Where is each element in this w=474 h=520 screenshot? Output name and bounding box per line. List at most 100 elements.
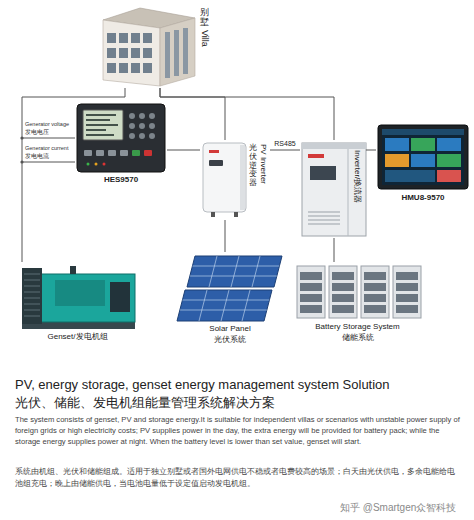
signal-line xyxy=(20,136,75,163)
solar-panel-illustration xyxy=(190,276,277,277)
villa-illustration xyxy=(107,33,116,43)
node-label: 别墅 xyxy=(200,8,209,28)
villa-illustration xyxy=(174,30,179,76)
node-label: HES9570 xyxy=(104,175,138,184)
controller-illustration xyxy=(129,133,135,139)
battery-storage-illustration xyxy=(329,266,357,318)
genset-illustration xyxy=(24,286,40,287)
pv-inverter-illustration xyxy=(209,160,223,166)
villa-illustration xyxy=(160,18,195,86)
controller-illustration xyxy=(120,150,128,156)
controller-illustration xyxy=(86,134,114,136)
battery-storage-block: Battery Storage System 储能系统 xyxy=(290,262,425,350)
genset-illustration xyxy=(22,266,135,329)
battery-storage-illustration xyxy=(396,283,418,291)
battery-storage-illustration xyxy=(332,283,354,291)
battery-storage-illustration xyxy=(393,266,421,318)
hmu-screen-illustration xyxy=(378,125,468,189)
battery-storage-illustration xyxy=(396,272,418,280)
power-line xyxy=(160,88,334,140)
hmu-screen-illustration xyxy=(385,138,409,151)
battery-storage-illustration xyxy=(361,266,389,318)
controller-illustration xyxy=(108,150,116,156)
solar-panel-illustration xyxy=(221,290,229,321)
signal-name: Generator current xyxy=(25,145,68,151)
caption-english: The system consists of genset, PV and st… xyxy=(15,414,460,447)
inverter-cabinet-illustration xyxy=(348,149,349,236)
controller-illustration xyxy=(149,133,155,139)
battery-storage-illustration xyxy=(297,266,325,318)
villa-illustration xyxy=(131,33,140,43)
controller-illustration xyxy=(139,133,145,139)
signal-name: 发电电压 xyxy=(25,129,49,135)
power-line xyxy=(167,150,200,151)
genset-illustration xyxy=(24,298,40,299)
villa-illustration xyxy=(119,48,128,58)
inverter-cabinet-illustration xyxy=(308,212,340,213)
villa-illustration xyxy=(183,28,188,74)
villa-illustration xyxy=(165,32,170,78)
genset-illustration xyxy=(70,266,76,274)
inverter-cabinet-illustration xyxy=(302,143,366,149)
genset-illustration xyxy=(24,304,40,305)
title-chinese: 光伏、储能、发电机组能量管理系统解决方案 xyxy=(15,396,275,411)
solar-panel-illustration xyxy=(180,310,267,311)
genset-illustration xyxy=(24,310,40,311)
genset-illustration xyxy=(110,282,130,312)
hmu-screen-block: HMU8-9570 xyxy=(376,122,470,206)
inverter-cabinet-illustration xyxy=(308,154,324,158)
pv-inverter-illustration xyxy=(211,212,215,217)
power-line xyxy=(334,238,335,262)
genset-illustration xyxy=(24,292,40,293)
controller-illustration xyxy=(86,114,116,116)
power-line xyxy=(270,150,300,151)
inverter-cabinet-illustration xyxy=(308,224,340,225)
controller-illustration xyxy=(84,150,92,156)
solar-panel-illustration xyxy=(242,290,250,321)
pv-inverter-illustration xyxy=(240,145,245,210)
battery-storage-illustration xyxy=(300,294,322,302)
controller-illustration xyxy=(77,104,165,172)
node-label: Genset/发电机组 xyxy=(47,332,107,341)
inverter-cabinet-illustration xyxy=(308,216,340,217)
controller-illustration xyxy=(83,110,123,140)
villa-illustration xyxy=(107,63,116,73)
pv-inverter-illustration xyxy=(203,143,246,212)
genset-illustration xyxy=(22,268,42,324)
bus-label: RS485 xyxy=(273,140,296,148)
node-label: PV Inverter xyxy=(259,144,268,184)
node-label: Battery Storage System xyxy=(315,322,399,331)
battery-storage-illustration xyxy=(364,272,386,280)
caption-chinese: 系统由机组、光伏和储能组成。适用于独立别墅或者国外电网供电不稳或者电费较高的场景… xyxy=(15,466,460,490)
villa-illustration xyxy=(131,63,140,73)
controller-illustration xyxy=(96,150,104,156)
signal-line xyxy=(22,138,75,139)
villa-illustration xyxy=(143,33,152,43)
villa-illustration xyxy=(131,48,140,58)
villa-illustration xyxy=(119,33,128,43)
inverter-cabinet-block: Inverter/换流器 xyxy=(300,140,366,238)
node-label: Villa xyxy=(200,30,210,47)
battery-storage-illustration xyxy=(332,272,354,280)
villa-illustration xyxy=(143,63,152,73)
controller-illustration xyxy=(139,123,145,129)
solar-panel-illustration xyxy=(209,256,217,287)
solar-panel-illustration xyxy=(182,300,269,301)
node-label: 光伏逆变器 xyxy=(249,144,257,188)
villa-illustration xyxy=(143,48,152,58)
inverter-cabinet-illustration xyxy=(302,143,366,236)
solar-panel-illustration xyxy=(192,266,279,267)
battery-storage-illustration xyxy=(396,294,418,302)
battery-storage-illustration xyxy=(332,305,354,313)
battery-storage-illustration xyxy=(300,272,322,280)
battery-storage-illustration xyxy=(300,283,322,291)
node-label: 储能系统 xyxy=(342,333,374,342)
inverter-cabinet-illustration xyxy=(302,143,366,236)
watermark: 知乎 @Smartgen众智科技 xyxy=(340,502,456,514)
controller-illustration xyxy=(149,113,155,119)
controller-illustration xyxy=(77,104,165,172)
pv-inverter-block: 光伏逆变器PV Inverter xyxy=(200,140,270,220)
inverter-cabinet-illustration xyxy=(308,220,340,221)
hmu-screen-illustration xyxy=(382,129,464,185)
genset-illustration xyxy=(24,316,40,317)
